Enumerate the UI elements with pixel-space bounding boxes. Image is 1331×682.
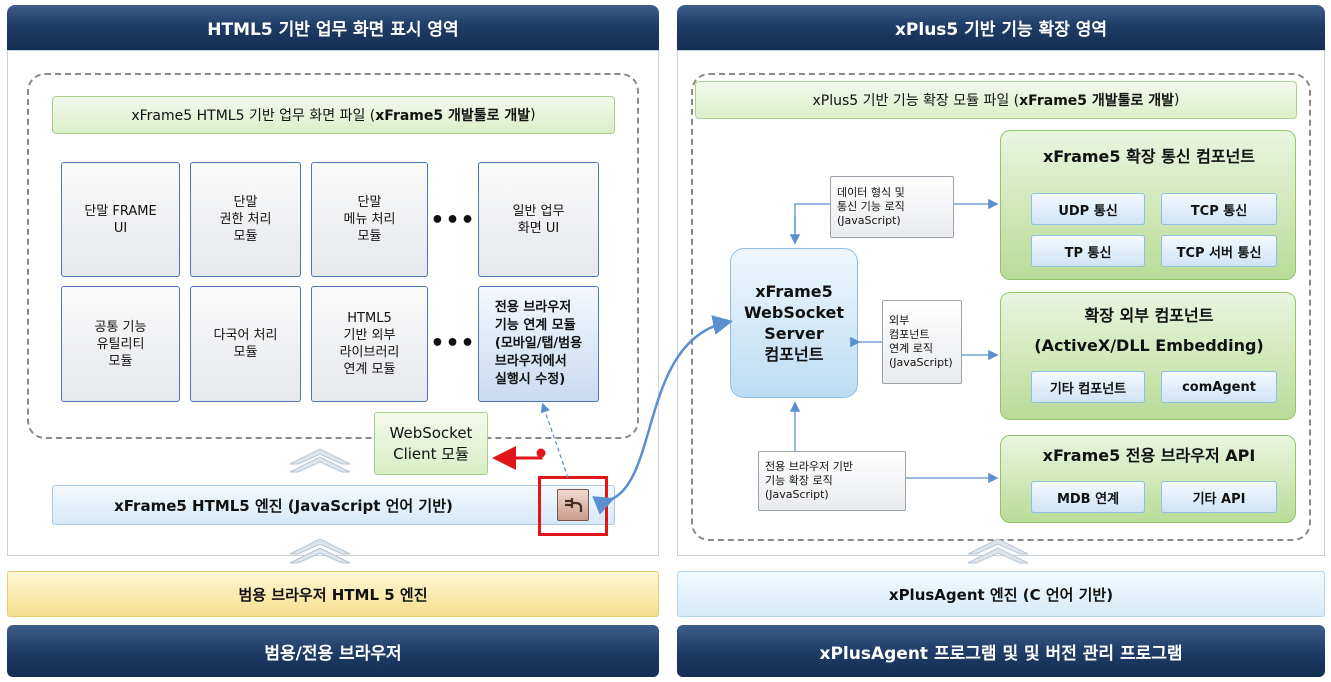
xplusagent-engine-label: xPlusAgent 엔진 (C 언어 기반) [888, 585, 1114, 604]
module-terminal-permission: 단말 권한 처리 모듈 [190, 162, 301, 277]
xframe5-html5-engine-label: xFrame5 HTML5 엔진 (JavaScript 언어 기반) [114, 496, 453, 515]
right-file-bar-prefix: xPlus5 기반 기능 확장 모듈 파일 ( [812, 93, 1020, 109]
red-arrow [492, 446, 543, 470]
module-dedicated-browser-link: 전용 브라우저 기능 연계 모듈 (모바일/탭/범용 브라우저에서 실행시 수정… [478, 286, 599, 402]
xplusagent-program: xPlusAgent 프로그램 및 및 버전 관리 프로그램 [677, 625, 1325, 677]
websocket-arrow [592, 315, 733, 515]
ellipsis-row2: ••• [430, 330, 476, 356]
module-general-business-ui: 일반 업무 화면 UI [478, 162, 599, 277]
left-file-bar-bold: xFrame5 개발툴로 개발 [375, 108, 531, 124]
browser-api-panel: xFrame5 전용 브라우저 API MDB 연계 기타 API [1000, 435, 1296, 523]
external-component-title: 확장 외부 컴포넌트 (ActiveX/DLL Embedding) [1034, 306, 1264, 355]
comm-component-title: xFrame5 확장 통신 컴포넌트 [1042, 147, 1256, 166]
right-area-title: xPlus5 기반 기능 확장 영역 [894, 20, 1108, 40]
xplusagent-program-label: xPlusAgent 프로그램 및 및 버전 관리 프로그램 [819, 643, 1183, 664]
tcp-server-comm: TCP 서버 통신 [1161, 235, 1277, 267]
ellipsis-row1: ••• [430, 207, 476, 233]
plug-icon [557, 489, 589, 521]
websocket-server-component: xFrame5 WebSocket Server 컴포넌트 [730, 248, 858, 398]
note-data-format-logic: 데이터 형식 및 통신 기능 로직 (JavaScript) [830, 176, 954, 238]
xframe5-html5-engine: xFrame5 HTML5 엔진 (JavaScript 언어 기반) [52, 485, 615, 525]
module-common-utility: 공통 기능 유틸리티 모듈 [61, 286, 180, 402]
general-browser-html5-engine: 범용 브라우저 HTML 5 엔진 [7, 571, 659, 617]
right-file-bar: xPlus5 기반 기능 확장 모듈 파일 (xFrame5 개발툴로 개발) [695, 81, 1297, 119]
note-browser-extension-logic: 전용 브라우저 기반 기능 확장 로직 (JavaScript) [758, 451, 906, 511]
tp-comm: TP 통신 [1031, 235, 1145, 267]
udp-comm: UDP 통신 [1031, 193, 1145, 225]
note-external-component-logic: 외부 컴포넌트 연계 로직 (JavaScript) [882, 300, 962, 384]
left-file-group [27, 73, 639, 439]
general-dedicated-browser-label: 범용/전용 브라우저 [264, 643, 402, 664]
left-area-header: HTML5 기반 업무 화면 표시 영역 [7, 5, 659, 50]
module-terminal-menu: 단말 메뉴 처리 모듈 [311, 162, 428, 277]
module-multilanguage: 다국어 처리 모듈 [190, 286, 301, 402]
browser-api-title: xFrame5 전용 브라우저 API [1042, 446, 1256, 465]
up-chevrons-left-base [289, 538, 351, 564]
up-chevrons-right-base [967, 538, 1029, 564]
other-component: 기타 컴포넌트 [1031, 371, 1145, 403]
external-component-panel: 확장 외부 컴포넌트 (ActiveX/DLL Embedding) 기타 컴포… [1000, 292, 1296, 420]
up-chevrons-left-engine [289, 448, 351, 473]
mdb-link: MDB 연계 [1031, 481, 1145, 513]
general-dedicated-browser: 범용/전용 브라우저 [7, 625, 659, 677]
comm-component-panel: xFrame5 확장 통신 컴포넌트 UDP 통신 TCP 통신 TP 통신 T… [1000, 130, 1296, 280]
module-terminal-frame-ui: 단말 FRAME UI [61, 162, 180, 277]
dashed-arrow [540, 402, 569, 479]
other-api: 기타 API [1161, 481, 1277, 513]
left-file-bar-prefix: xFrame5 HTML5 기반 업무 화면 파일 ( [131, 108, 376, 124]
left-area-title: HTML5 기반 업무 화면 표시 영역 [207, 20, 459, 40]
tcp-comm: TCP 통신 [1161, 193, 1277, 225]
right-area-header: xPlus5 기반 기능 확장 영역 [677, 5, 1325, 50]
plug-icon-glyph [565, 498, 583, 512]
right-file-bar-bold: xFrame5 개발툴로 개발 [1019, 93, 1175, 109]
left-file-bar: xFrame5 HTML5 기반 업무 화면 파일 (xFrame5 개발툴로 … [52, 96, 615, 134]
general-browser-html5-engine-label: 범용 브라우저 HTML 5 엔진 [238, 585, 428, 604]
connector-server-note1 [794, 203, 830, 240]
left-file-bar-suffix: ) [530, 107, 536, 123]
right-file-bar-suffix: ) [1174, 92, 1180, 108]
xplusagent-engine: xPlusAgent 엔진 (C 언어 기반) [677, 571, 1325, 617]
websocket-client-module: WebSocket Client 모듈 [374, 412, 488, 475]
comagent-component: comAgent [1161, 371, 1277, 403]
module-external-library: HTML5 기반 외부 라이브러리 연계 모듈 [311, 286, 428, 402]
